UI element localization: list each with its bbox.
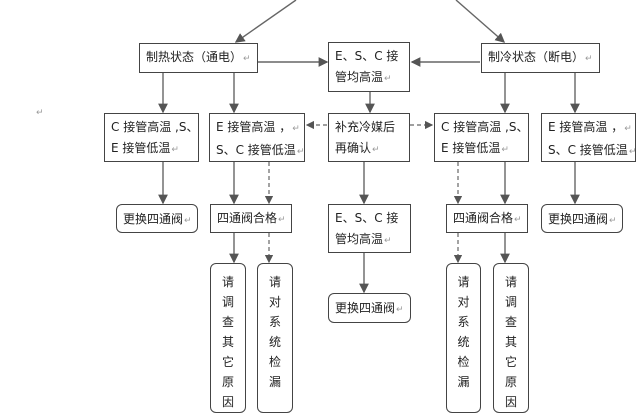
char: 查 <box>504 315 517 329</box>
node-text: 制热状态（通电）↵ <box>146 50 251 64</box>
char: 请 <box>504 275 517 289</box>
char: 漏 <box>268 375 281 389</box>
char: 系 <box>457 315 470 329</box>
char: 检 <box>457 355 470 369</box>
node-heating-state: 制热状态（通电）↵ <box>139 43 258 73</box>
char: 调 <box>504 295 517 309</box>
node-cooling-state: 制冷状态（断电）↵ <box>481 43 600 73</box>
char: 查 <box>221 315 234 329</box>
node-text-line: E 接管低温↵ <box>441 141 509 155</box>
char: 统 <box>268 335 281 349</box>
node-text-line: 管均高温↵ <box>335 70 392 84</box>
node-text: 更换四通阀↵ <box>335 301 404 315</box>
char: 它 <box>221 355 234 369</box>
node-recharge-recheck: 补充冷媒后 再确认↵ <box>328 113 410 162</box>
char: 其 <box>504 335 517 349</box>
edge-top-cooling <box>455 0 506 43</box>
node-esc-all-high-top: E、S、C 接 管均高温↵ <box>328 42 410 92</box>
node-heating-c-high: C 接管高温 ,S、 E 接管低温↵ <box>104 113 199 162</box>
node-cooling-replace-valve: 更换四通阀↵ <box>541 204 623 233</box>
char: 因 <box>504 395 517 409</box>
char: 系 <box>268 315 281 329</box>
node-text-line: 再确认↵ <box>335 141 380 155</box>
node-text-line: S、C 接管低温↵ <box>548 143 637 157</box>
node-cooling-investigate-other: 请 调 查 其 它 原 因 <box>493 263 529 413</box>
char: 因 <box>221 395 234 409</box>
char: 请 <box>268 275 281 289</box>
char: 原 <box>221 375 234 389</box>
node-text-line: 管均高温↵ <box>335 232 392 246</box>
node-text: 四通阀合格↵ <box>217 211 286 225</box>
node-heating-valve-ok: 四通阀合格↵ <box>210 204 292 233</box>
char: 检 <box>268 355 281 369</box>
node-text-line: E、S、C 接 <box>335 49 399 63</box>
char: 其 <box>221 335 234 349</box>
node-cooling-valve-ok: 四通阀合格↵ <box>446 204 528 233</box>
char: 对 <box>268 295 281 309</box>
char: 对 <box>457 295 470 309</box>
node-text-line: E 接管高温 ，↵ <box>216 120 300 134</box>
node-text: 更换四通阀↵ <box>548 212 617 226</box>
node-text-line: C 接管高温 ,S、 <box>441 120 529 134</box>
node-text-line: E 接管高温 ，↵ <box>548 120 632 134</box>
node-text: 制冷状态（断电）↵ <box>488 50 593 64</box>
node-text-line: C 接管高温 ,S、 <box>111 120 199 134</box>
node-text-line: S、C 接管低温↵ <box>216 143 305 157</box>
node-heating-leak-check: 请 对 系 统 检 漏 <box>257 263 293 413</box>
char: 请 <box>457 275 470 289</box>
node-mid-replace-valve: 更换四通阀↵ <box>328 293 411 323</box>
node-esc-all-high-mid: E、S、C 接 管均高温↵ <box>328 204 411 253</box>
node-cooling-e-high: E 接管高温 ，↵ S、C 接管低温↵ <box>541 113 636 162</box>
char: 它 <box>504 355 517 369</box>
node-text: 四通阀合格↵ <box>453 211 522 225</box>
node-text-line: E、S、C 接 <box>335 211 399 225</box>
node-cooling-c-high: C 接管高温 ,S、 E 接管低温↵ <box>434 113 529 162</box>
node-text-line: 补充冷媒后 <box>335 120 396 134</box>
char: 漏 <box>457 375 470 389</box>
char: 调 <box>221 295 234 309</box>
char: 请 <box>221 275 234 289</box>
char: 原 <box>504 375 517 389</box>
char: 统 <box>457 335 470 349</box>
return-mark: ↵ <box>36 108 44 118</box>
node-cooling-leak-check: 请 对 系 统 检 漏 <box>446 263 481 413</box>
node-heating-investigate-other: 请 调 查 其 它 原 因 <box>210 263 246 413</box>
node-heating-e-high: E 接管高温 ，↵ S、C 接管低温↵ <box>209 113 305 162</box>
edge-top-heating <box>234 0 297 43</box>
node-heating-replace-valve: 更换四通阀↵ <box>116 204 198 233</box>
node-text: 更换四通阀↵ <box>123 212 192 226</box>
node-text-line: E 接管低温↵ <box>111 141 179 155</box>
